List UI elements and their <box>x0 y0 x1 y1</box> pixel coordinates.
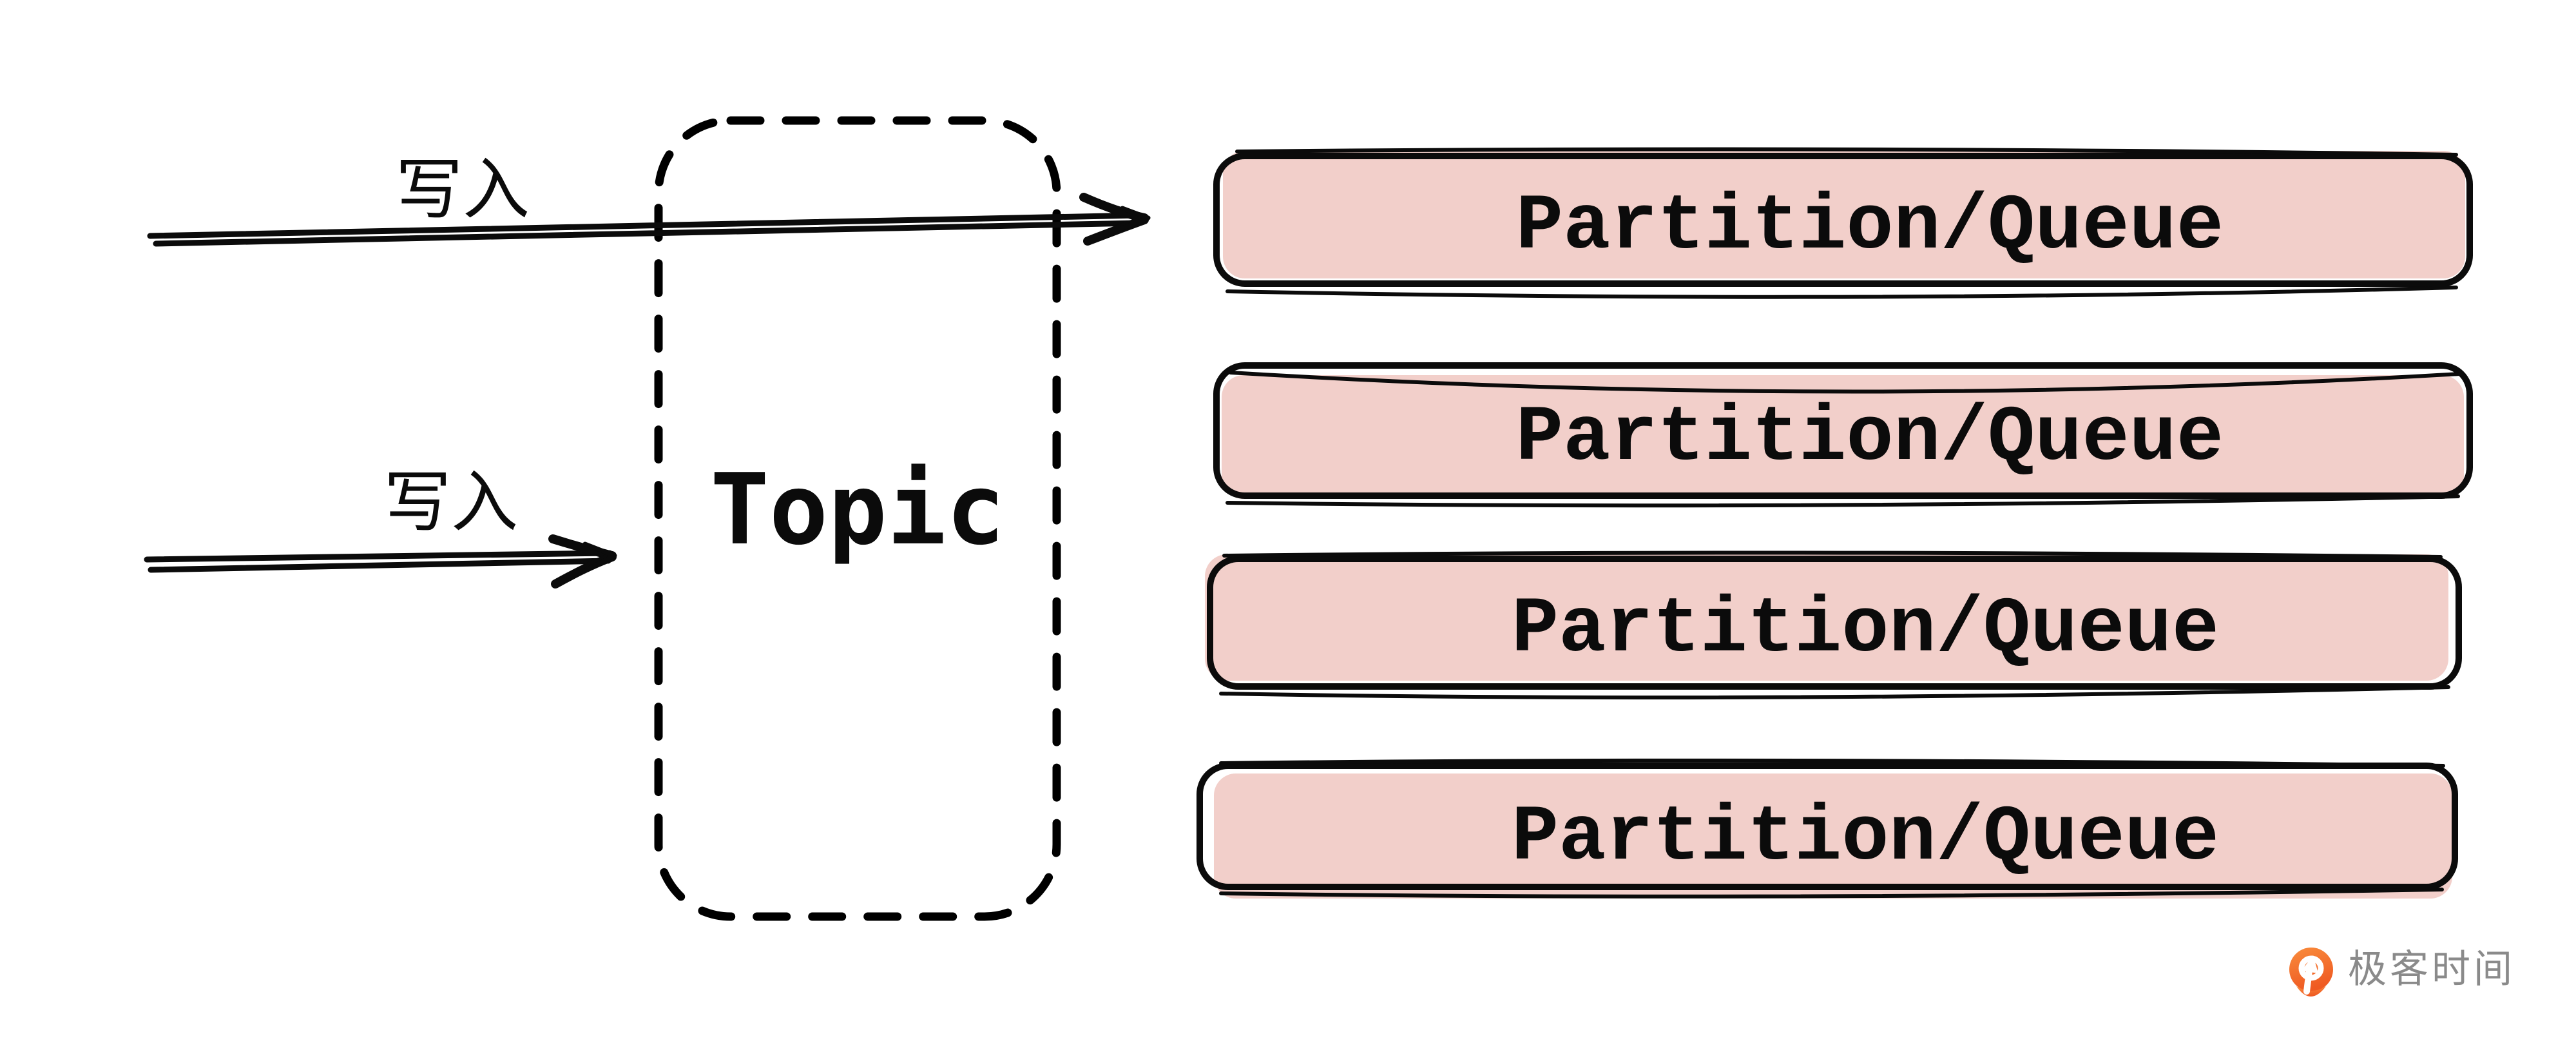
partition-sketch-top <box>1229 371 2462 394</box>
arrow-shaft-line <box>147 212 1142 239</box>
topic-label: Topic <box>710 452 1005 567</box>
partition-sketch-bottom <box>1219 685 2450 700</box>
arrowhead-sketch-stroke <box>1119 206 1151 231</box>
arrow-shaft-line <box>153 220 1141 247</box>
logo-pin-tail <box>2296 986 2326 997</box>
topic-dashed-border <box>654 116 1061 921</box>
watermark-brand-text: 极客时间 <box>2348 948 2515 991</box>
topic-box: Topic <box>654 116 1061 921</box>
write-label-top: 写入 <box>396 153 530 228</box>
arrow-shaft-line <box>148 558 611 573</box>
partition-sketch-bottom <box>1219 888 2444 899</box>
partition-fill <box>1223 151 2465 278</box>
arrowhead-sketch-stroke <box>581 541 617 574</box>
partition-label: Partition/Queue <box>1512 585 2219 674</box>
partition-fill <box>1214 773 2452 899</box>
partition-label: Partition/Queue <box>1516 393 2224 483</box>
partition-sketch-bottom <box>1226 494 2460 508</box>
partition-border <box>1207 556 2462 690</box>
partition-sketch-top <box>1235 147 2458 157</box>
watermark: 极客时间 <box>2289 948 2515 997</box>
partition-label: Partition/Queue <box>1516 182 2224 271</box>
write-arrow-top: 写入 <box>147 153 1151 247</box>
write-arrow-bottom: 写入 <box>144 465 617 589</box>
partition-box-2: Partition/Queue <box>1213 362 2473 508</box>
partition-box-3: Partition/Queue <box>1205 550 2462 700</box>
partition-sketch-top <box>1222 550 2443 559</box>
partition-border <box>1213 153 2473 287</box>
geektime-logo-icon <box>2289 948 2333 997</box>
partition-box-1: Partition/Queue <box>1213 147 2473 299</box>
partition-fill <box>1222 375 2464 499</box>
partition-border <box>1197 763 2458 890</box>
partition-sketch-bottom <box>1226 286 2458 299</box>
write-label-bottom: 写入 <box>384 465 518 540</box>
logo-arrow-head <box>2302 955 2318 973</box>
arrow-shaft-line <box>144 550 613 563</box>
partition-border <box>1213 362 2473 499</box>
partition-label: Partition/Queue <box>1512 793 2219 882</box>
partition-fill <box>1205 554 2448 681</box>
partition-sketch-top <box>1219 758 2445 768</box>
partition-box-4: Partition/Queue <box>1197 758 2458 899</box>
